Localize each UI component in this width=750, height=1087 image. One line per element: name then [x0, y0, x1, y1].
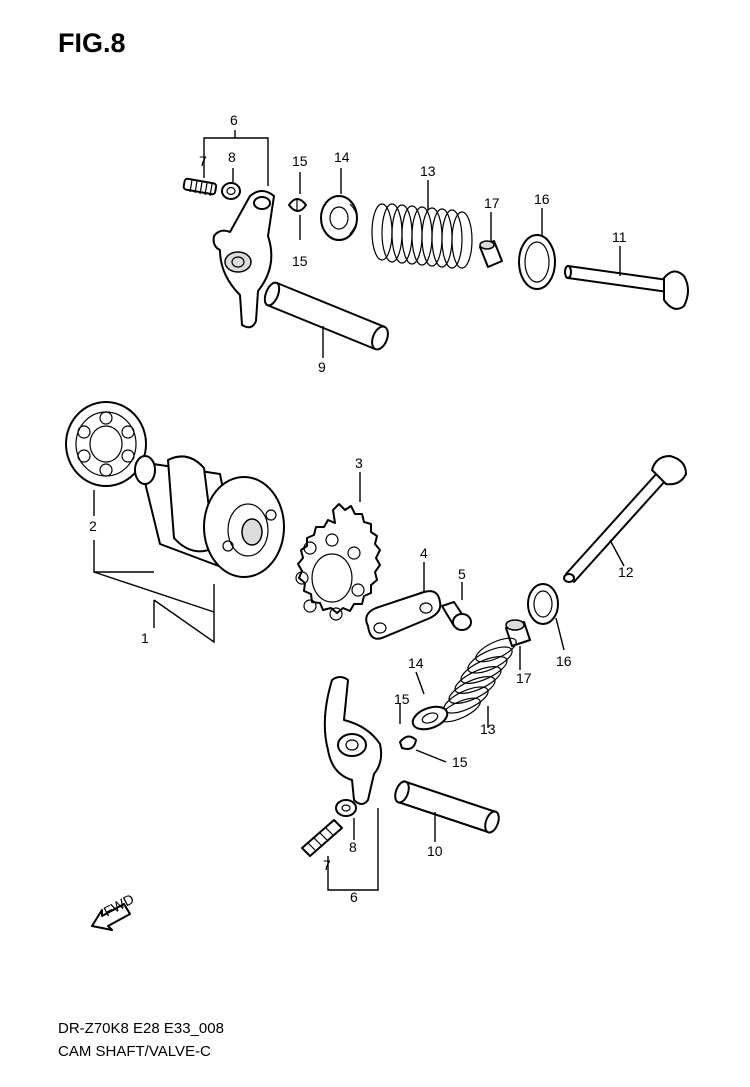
part-spring-retainer-upper — [320, 195, 358, 241]
part-bolt — [441, 601, 472, 631]
callout-14-lower: 14 — [408, 655, 424, 671]
part-valve-cotter-upper — [288, 198, 307, 212]
callout-7-lower: 7 — [323, 857, 331, 873]
callout-16-lower: 16 — [556, 653, 572, 669]
fwd-arrow-icon: FWD — [91, 891, 137, 931]
part-valve-spring-upper — [371, 203, 473, 269]
figure-title: FIG.8 — [58, 28, 126, 58]
callout-14-upper: 14 — [334, 149, 350, 165]
part-stem-seal-upper — [479, 240, 503, 268]
callout-15-upper-b: 15 — [292, 253, 308, 269]
part-spring-retainer-lower — [411, 705, 449, 731]
callout-10: 10 — [427, 843, 443, 859]
callout-16-upper: 16 — [534, 191, 550, 207]
caption-model-code: DR-Z70K8 E28 E33_008 — [58, 1020, 224, 1037]
callout-13-lower: 13 — [480, 721, 496, 737]
callout-8-lower: 8 — [349, 839, 357, 855]
part-valve-lower — [563, 455, 687, 583]
callout-9: 9 — [318, 359, 326, 375]
part-adjust-screw-lower — [301, 819, 343, 857]
callout-15-lower-b: 15 — [452, 754, 468, 770]
part-washer-upper — [518, 234, 556, 290]
part-camshaft — [134, 455, 285, 578]
part-nut-lower — [335, 799, 357, 817]
callout-13-upper: 13 — [420, 163, 436, 179]
part-rocker-arm-upper — [212, 190, 275, 329]
leader-lines — [93, 130, 625, 891]
callout-numbers: 6 7 8 15 15 14 13 17 16 11 9 3 2 1 4 5 1… — [89, 112, 634, 905]
part-adjust-screw-upper — [182, 177, 218, 197]
part-bearing — [65, 401, 147, 487]
part-rocker-shaft-upper — [263, 281, 389, 351]
callout-15-upper-a: 15 — [292, 153, 308, 169]
part-valve-upper — [564, 265, 689, 310]
callout-2: 2 — [89, 518, 97, 534]
part-rocker-arm-lower — [323, 676, 383, 805]
part-nut-upper — [221, 182, 241, 200]
callout-4: 4 — [420, 545, 428, 561]
callout-6-upper: 6 — [230, 112, 238, 128]
callout-7-upper: 7 — [199, 153, 207, 169]
callout-1: 1 — [141, 630, 149, 646]
callout-12: 12 — [618, 564, 634, 580]
callout-8-upper: 8 — [228, 149, 236, 165]
callout-11: 11 — [612, 229, 627, 245]
part-washer-lower — [527, 583, 559, 625]
part-retainer-plate — [365, 590, 442, 640]
part-valve-cotter-lower — [399, 735, 417, 750]
callout-5: 5 — [458, 566, 466, 582]
part-valve-spring-lower — [439, 637, 517, 723]
caption-figure-name: CAM SHAFT/VALVE-C — [58, 1043, 211, 1060]
callout-3: 3 — [355, 455, 363, 471]
callout-15-lower-a: 15 — [394, 691, 410, 707]
callout-17-lower: 17 — [516, 670, 532, 686]
part-rocker-shaft-lower — [394, 780, 500, 834]
part-cam-sprocket — [295, 503, 381, 621]
part-stem-seal-lower — [505, 619, 531, 647]
callout-6-lower: 6 — [350, 889, 358, 905]
callout-17-upper: 17 — [484, 195, 500, 211]
